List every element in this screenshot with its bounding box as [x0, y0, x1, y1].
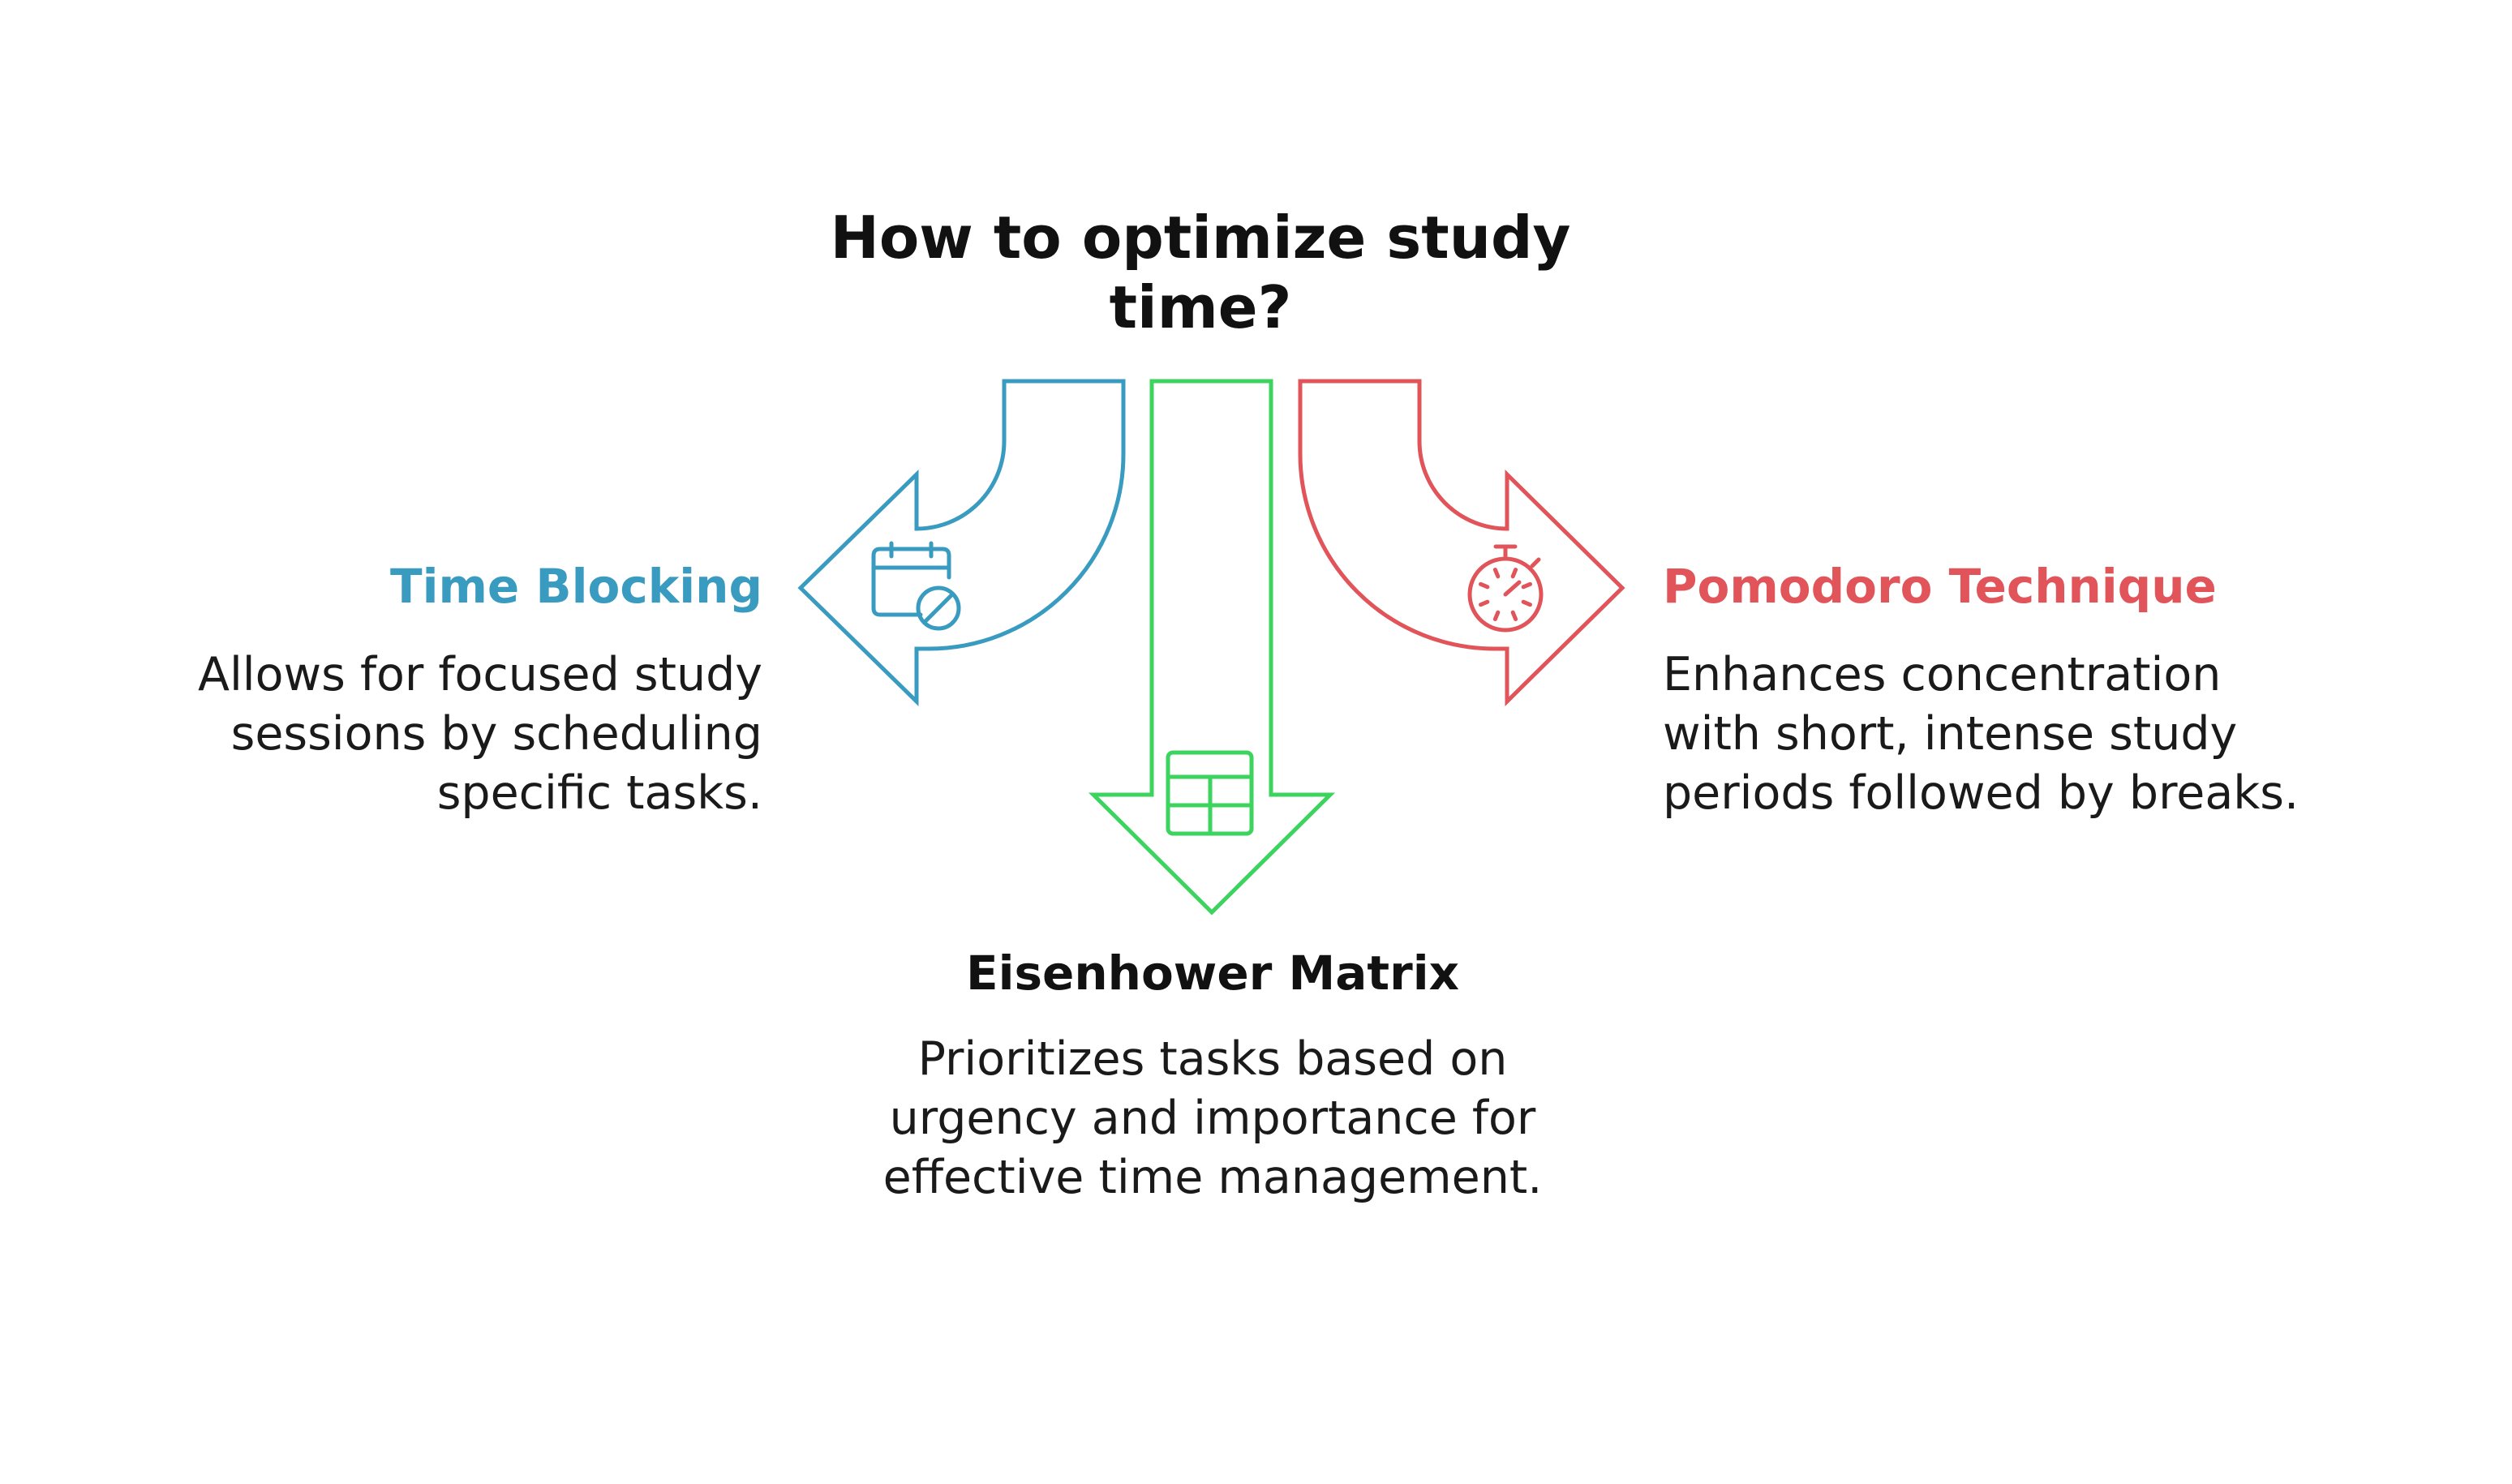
pomodoro-technique-arrow	[1298, 379, 1625, 706]
table-grid-icon	[1166, 750, 1254, 836]
time-blocking-description: Allows for focused study sessions by sch…	[197, 648, 762, 820]
time-blocking-arrow	[797, 379, 1126, 706]
calendar-blocked-icon	[871, 541, 961, 631]
stopwatch-icon	[1467, 544, 1544, 633]
diagram-title: How to optimize study time?	[830, 204, 1571, 341]
stopwatch-tick	[1521, 599, 1532, 607]
stopwatch-tick	[1492, 610, 1501, 621]
stopwatch-tick	[1510, 568, 1518, 579]
pomodoro-technique-heading: Pomodoro Technique	[1663, 559, 2217, 614]
pomodoro-technique-description: Enhances concentration with short, inten…	[1663, 648, 2299, 820]
stopwatch-tick	[1510, 610, 1518, 621]
eisenhower-matrix-description: Prioritizes tasks based on urgency and i…	[882, 1032, 1543, 1204]
stopwatch-tick	[1479, 581, 1490, 590]
time-blocking-heading: Time Blocking	[390, 559, 762, 614]
stopwatch-tick	[1492, 568, 1501, 579]
eisenhower-matrix-arrow	[1088, 379, 1336, 916]
eisenhower-matrix-heading: Eisenhower Matrix	[966, 946, 1459, 1001]
stopwatch-tick	[1479, 599, 1490, 607]
stopwatch-tick	[1521, 581, 1532, 590]
